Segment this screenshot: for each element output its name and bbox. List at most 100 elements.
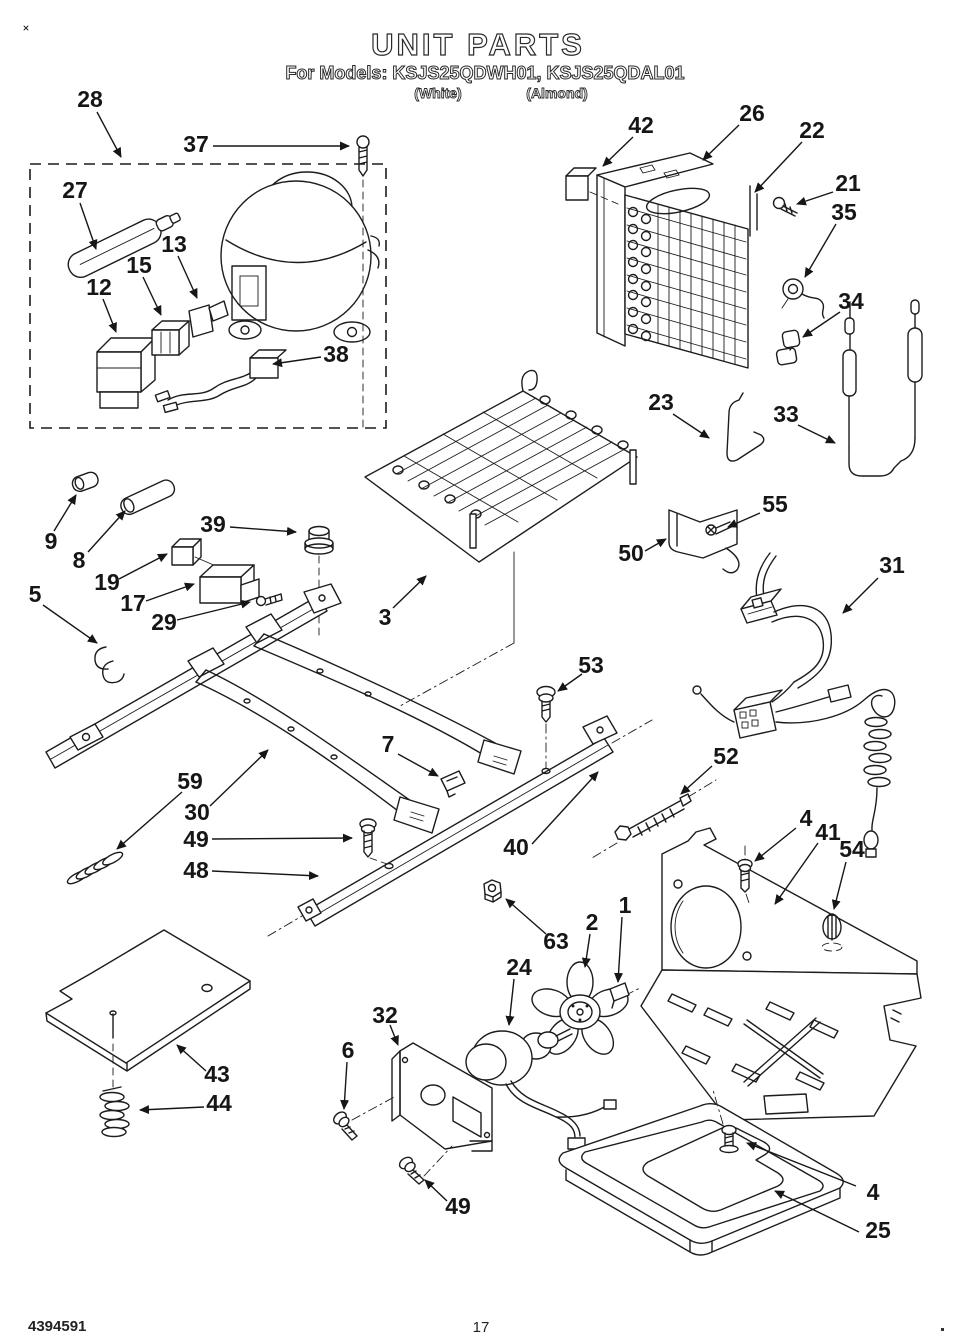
leader-50 [644, 538, 667, 552]
callout-50: 50 [618, 540, 644, 566]
screw-55 [705, 521, 732, 536]
callout-59: 59 [177, 768, 203, 794]
leader-4b [746, 1142, 857, 1187]
screw-4-panel [737, 845, 753, 907]
leader-17 [145, 582, 195, 602]
nut-63 [483, 879, 502, 903]
leader-44 [139, 1105, 205, 1115]
callout-42: 42 [628, 112, 654, 138]
callout-38: 38 [323, 341, 349, 367]
callout-63: 63 [543, 928, 569, 954]
page-footer: 4394591 17 [28, 1318, 489, 1333]
leader-6 [340, 1061, 350, 1110]
callout-49a: 49 [183, 826, 209, 852]
leader-53 [557, 673, 583, 692]
leader-22 [754, 141, 803, 193]
callout-23: 23 [648, 389, 674, 415]
callout-17: 17 [120, 590, 146, 616]
leader-lines [42, 111, 879, 1233]
screw-53 [536, 685, 556, 775]
support-rail [267, 715, 653, 937]
tube-bracket-50 [668, 509, 740, 574]
doc-number: 4394591 [28, 1318, 86, 1333]
callout-48: 48 [183, 857, 209, 883]
hook-wire-23 [726, 392, 765, 462]
leader-29 [176, 599, 251, 621]
callout-49b: 49 [445, 1193, 471, 1219]
thermostat [781, 278, 825, 319]
fan-motor [465, 1028, 617, 1150]
base-plate [45, 929, 251, 1089]
leader-27 [79, 202, 98, 250]
callout-27: 27 [62, 177, 88, 203]
sleeve-8 [120, 479, 176, 516]
wiring-harness [692, 552, 896, 858]
leader-15 [142, 276, 162, 316]
page-header: UNIT PARTS For Models: KSJS25QDWH01, KSJ… [285, 26, 685, 101]
screw-21 [772, 196, 798, 217]
color-label-white: (White) [414, 85, 461, 101]
callout-41: 41 [815, 819, 841, 845]
fan-blade [531, 961, 629, 1055]
part-17 [199, 564, 260, 604]
callout-6: 6 [342, 1037, 355, 1063]
callout-21: 21 [835, 170, 861, 196]
callout-37: 37 [183, 131, 209, 157]
callout-4a: 4 [800, 805, 813, 831]
leader-2 [581, 933, 591, 968]
evaporator-clip [565, 167, 619, 205]
unit-frame [45, 583, 522, 834]
screw-49-bottom [398, 1156, 425, 1185]
leader-4a [754, 827, 797, 862]
leader-39 [229, 526, 297, 536]
leader-49a [211, 833, 353, 843]
relay [96, 337, 156, 409]
leader-30 [209, 749, 269, 807]
callout-44: 44 [206, 1090, 232, 1116]
callout-28: 28 [77, 86, 103, 112]
page-title: UNIT PARTS [371, 27, 585, 62]
motor-bracket [351, 1042, 493, 1177]
callout-25: 25 [865, 1217, 891, 1243]
screw-37 [356, 135, 370, 429]
rear-panel [640, 827, 922, 1121]
callout-52: 52 [713, 743, 739, 769]
leader-35 [804, 223, 837, 278]
leader-7 [397, 753, 439, 777]
leader-32 [389, 1024, 399, 1046]
leader-8 [87, 510, 126, 553]
leader-21 [796, 191, 834, 206]
callout-29: 29 [151, 609, 177, 635]
callout-19: 19 [94, 569, 120, 595]
leader-28 [96, 111, 122, 158]
callout-2: 2 [586, 909, 599, 935]
callout-9: 9 [45, 528, 58, 554]
leader-26 [702, 124, 740, 161]
spring-44 [99, 1086, 130, 1138]
leader-41 [774, 842, 819, 905]
leader-43 [176, 1044, 207, 1072]
callout-55: 55 [762, 491, 788, 517]
grommet-54 [821, 913, 843, 952]
clip-1 [609, 982, 630, 1009]
standoff-52 [591, 779, 717, 859]
callout-30: 30 [184, 799, 210, 825]
leader-33 [797, 424, 836, 444]
callout-1: 1 [619, 892, 632, 918]
leader-3 [392, 575, 427, 609]
callout-39: 39 [200, 511, 226, 537]
callout-5: 5 [29, 581, 42, 607]
evaporator [596, 152, 758, 369]
callout-8: 8 [73, 547, 86, 573]
callout-3: 3 [379, 604, 392, 630]
models-line: For Models: KSJS25QDWH01, KSJS25QDAL01 [285, 63, 684, 83]
clip-5 [94, 646, 125, 684]
callout-26: 26 [739, 100, 765, 126]
screw-49-rail [359, 818, 388, 865]
scan-artifact-topleft [23, 25, 29, 31]
grommet-9 [71, 471, 99, 493]
callout-22: 22 [799, 117, 825, 143]
grommet-39 [304, 525, 334, 641]
